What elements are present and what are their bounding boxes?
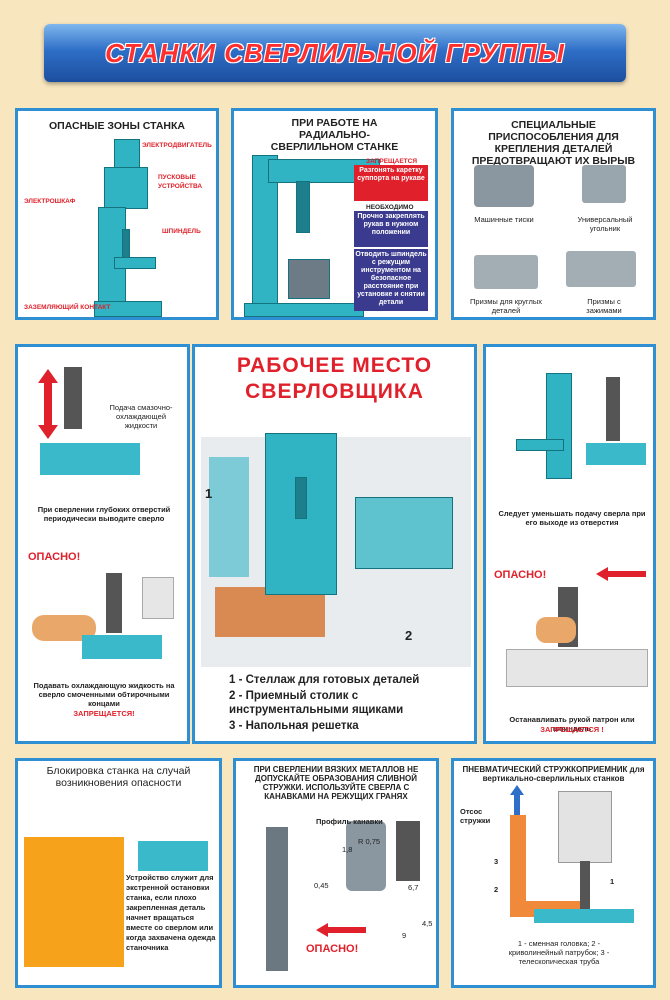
arrow-left-icon: [596, 567, 646, 581]
panel-title: СПЕЦИАЛЬНЫЕ ПРИСПОСОБЛЕНИЯ ДЛЯ КРЕПЛЕНИЯ…: [471, 119, 636, 167]
callout-1: 1: [610, 877, 615, 886]
panel-title: ПРИ СВЕРЛЕНИИ ВЯЗКИХ МЕТАЛЛОВ НЕ ДОПУСКА…: [253, 765, 419, 801]
dim-r: R 0,75: [358, 837, 381, 846]
label-motor: ЭЛЕКТРОДВИГАТЕЛЬ: [142, 142, 212, 149]
panel-coolant: Подача смазочно-охлаждающей жидкости При…: [15, 344, 190, 744]
hand-chuck-illustration: [506, 587, 648, 687]
panel-workplace: РАБОЧЕЕ МЕСТО СВЕРЛОВЩИКА 1 2 1 - Стелла…: [192, 344, 477, 744]
danger-label: ОПАСНО!: [28, 551, 81, 563]
panel-title: ПРИ РАБОТЕ НА РАДИАЛЬНО-СВЕРЛИЛЬНОМ СТАН…: [270, 117, 399, 153]
needed-box-1: Прочно закреплять рукав в нужном положен…: [354, 211, 428, 247]
legend-2: 2 - Приемный столик с инструментальными …: [229, 690, 404, 716]
legend: 1 - сменная головка; 2 - криволинейный п…: [508, 939, 610, 966]
legend-1: 1 - Стеллаж для готовых деталей: [229, 674, 420, 686]
up-down-arrow-icon: [38, 369, 58, 439]
stop-text: Останавливать рукой патрон или шпиндель: [509, 715, 635, 733]
panel-title: Блокировка станка на случай возникновени…: [46, 765, 191, 789]
arrow-left-icon: [316, 923, 366, 937]
panel-title: ОПАСНЫЕ ЗОНЫ СТАНКА: [48, 120, 186, 132]
panel-title: ПНЕВМАТИЧЕСКИЙ СТРУЖКОПРИЕМНИК для верти…: [462, 765, 645, 783]
dim-5: 9: [402, 931, 407, 940]
danger-label: ОПАСНО!: [494, 569, 547, 581]
twist-drill-illustration: [266, 827, 288, 971]
blocking-text: Устройство служит для экстренной останов…: [126, 873, 216, 952]
needed-label: НЕОБХОДИМО: [366, 204, 414, 211]
panel-chip-collector: ПНЕВМАТИЧЕСКИЙ СТРУЖКОПРИЕМНИК для верти…: [451, 758, 656, 988]
forbidden-label: ЗАПРЕЩАЕТСЯ !: [540, 725, 604, 734]
panel-feed: Следует уменьшать подачу сверла при его …: [483, 344, 656, 744]
forbidden-label: ЗАПРЕЩАЕТСЯ!: [73, 709, 135, 718]
arrow-up-icon: [510, 785, 524, 815]
prism-round-illustration: [474, 255, 538, 289]
feed-text: Следует уменьшать подачу сверла при его …: [498, 509, 646, 527]
dim-4: 4,5: [422, 919, 433, 928]
label-prism-clamp: Призмы с зажимами: [586, 297, 622, 315]
poster-title-bar: СТАНКИ СВЕРЛИЛЬНОЙ ГРУППЫ: [44, 24, 626, 82]
hand-rag-illustration: [32, 573, 174, 663]
panel-viscous-metals: ПРИ СВЕРЛЕНИИ ВЯЗКИХ МЕТАЛЛОВ НЕ ДОПУСКА…: [233, 758, 439, 988]
workpiece-illustration: [40, 443, 140, 475]
panel-danger-zones: ОПАСНЫЕ ЗОНЫ СТАНКА ЭЛЕКТРОДВИГАТЕЛЬ ПУС…: [15, 108, 219, 320]
drill-illustration: [64, 367, 82, 429]
lever-illustration: [138, 841, 208, 871]
dim-3: 6,7: [408, 883, 419, 892]
panel-blocking: Блокировка станка на случай возникновени…: [15, 758, 222, 988]
needed-box-2: Отводить шпиндель с режущим инструментом…: [354, 249, 428, 311]
label-angle: Универсальный угольник: [577, 215, 633, 233]
deep-hole-text: При сверлении глубоких отверстий периоди…: [37, 505, 171, 523]
chips-label: Отсос стружки: [460, 807, 491, 825]
danger-label: ОПАСНО!: [306, 943, 359, 955]
callout-3: 3: [494, 857, 499, 866]
dim-1: 1,8: [342, 845, 353, 854]
callout-2: 2: [405, 628, 413, 643]
profile-label: Профиль канавки: [316, 817, 383, 826]
drill-section-illustration: [346, 821, 386, 891]
panel-fixtures: СПЕЦИАЛЬНЫЕ ПРИСПОСОБЛЕНИЯ ДЛЯ КРЕПЛЕНИЯ…: [451, 108, 656, 320]
rag-text: Подавать охлаждающую жидкость на сверло …: [33, 681, 175, 708]
dim-2: 0,45: [314, 881, 329, 890]
label-start: ПУСКОВЫЕ УСТРОЙСТВА: [158, 174, 203, 190]
panel-title: РАБОЧЕЕ МЕСТО СВЕРЛОВЩИКА: [236, 354, 433, 403]
drill-tip-illustration: [396, 821, 420, 881]
label-vise: Машинные тиски: [474, 215, 534, 224]
vise-illustration: [474, 165, 534, 207]
wiring-diagram: [24, 837, 124, 967]
coolant-text: Подача смазочно-охлаждающей жидкости: [109, 403, 173, 430]
drill-detail-illustration: [586, 377, 646, 477]
label-spindle: ШПИНДЕЛЬ: [162, 228, 201, 235]
legend-3: 3 - Напольная решетка: [229, 720, 359, 732]
label-prism-round: Призмы для круглых деталей: [470, 297, 542, 315]
angle-illustration: [582, 165, 626, 203]
forbidden-label: ЗАПРЕЩАЕТСЯ: [366, 158, 418, 165]
panel-radial-drill: ПРИ РАБОТЕ НА РАДИАЛЬНО-СВЕРЛИЛЬНОМ СТАН…: [231, 108, 438, 320]
callout-2: 2: [494, 885, 499, 894]
poster-title: СТАНКИ СВЕРЛИЛЬНОЙ ГРУППЫ: [105, 38, 565, 68]
label-cabinet: ЭЛЕКТРОШКАФ: [24, 198, 76, 205]
prism-clamp-illustration: [566, 251, 636, 287]
label-ground: ЗАЗЕМЛЯЮЩИЙ КОНТАКТ: [24, 304, 111, 311]
drill-press-left-illustration: [506, 373, 576, 483]
callout-1: 1: [205, 486, 213, 501]
forbidden-box: Разгонять каретку суппорта на рукаве: [354, 165, 428, 201]
